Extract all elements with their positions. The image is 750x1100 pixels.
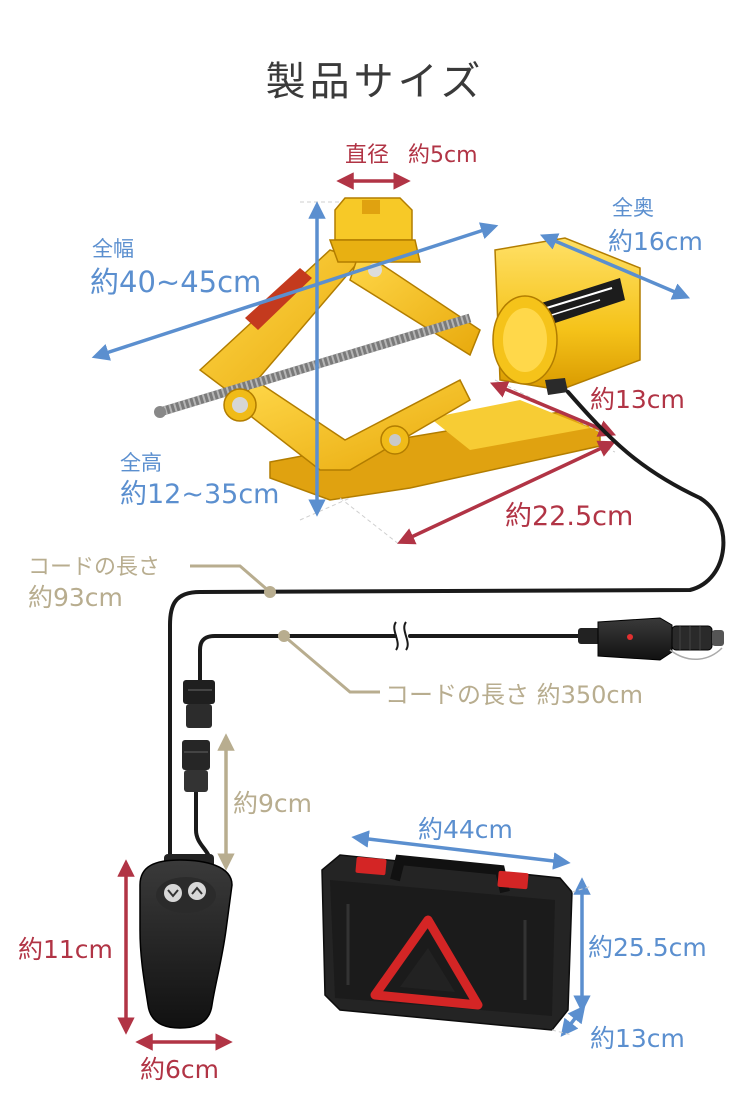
remote-width-value: 約6cm (140, 1055, 219, 1084)
cable-connector-bottom (182, 740, 210, 792)
warning-triangle-icon (370, 915, 483, 1010)
cord2-marker (278, 630, 290, 642)
cord2-leader (283, 634, 380, 694)
cable-break-icon (393, 621, 409, 651)
cable-connector-top (183, 680, 215, 728)
depth-value: 約16cm (608, 227, 703, 256)
car-plug-icon (578, 617, 724, 661)
cord1-head: コードの長さ (28, 555, 160, 580)
case-width-value: 約44cm (418, 815, 513, 844)
case-depth-arrow (560, 1005, 586, 1037)
depth-arrow (539, 233, 691, 300)
case-depth-value: 約13cm (590, 1024, 685, 1053)
width-value: 約40~45cm (90, 265, 261, 299)
cables (168, 390, 726, 864)
case-guide-lines (551, 885, 593, 1036)
depth-head: 全奥 (612, 196, 654, 220)
motor-icon (492, 237, 641, 395)
cord1-value: 約93cm (28, 583, 123, 612)
height-head: 全高 (120, 451, 162, 475)
motor-arrow (489, 381, 617, 437)
width-head: 全幅 (92, 237, 134, 261)
cord1-leader (190, 564, 271, 594)
connector-value: 約9cm (233, 789, 312, 818)
diameter-value: 約5cm (408, 143, 478, 168)
width-arrow (91, 222, 499, 361)
cord2-text: コードの長さ 約350cm (385, 681, 643, 709)
cord1-marker (264, 586, 276, 598)
base-value: 約22.5cm (505, 501, 633, 532)
motor-value: 約13cm (590, 385, 685, 414)
case-width-arrow (351, 830, 571, 870)
base-arrow (397, 440, 616, 545)
remote-height-value: 約11cm (18, 935, 113, 964)
up-arrow-icon (188, 882, 206, 900)
remote-control-icon (139, 854, 233, 1029)
height-value: 約12~35cm (120, 479, 279, 510)
down-arrow-icon (164, 884, 182, 902)
case-height-value: 約25.5cm (588, 933, 707, 962)
page-title: 製品サイズ (266, 59, 485, 105)
diameter-head: 直径 (345, 143, 389, 168)
